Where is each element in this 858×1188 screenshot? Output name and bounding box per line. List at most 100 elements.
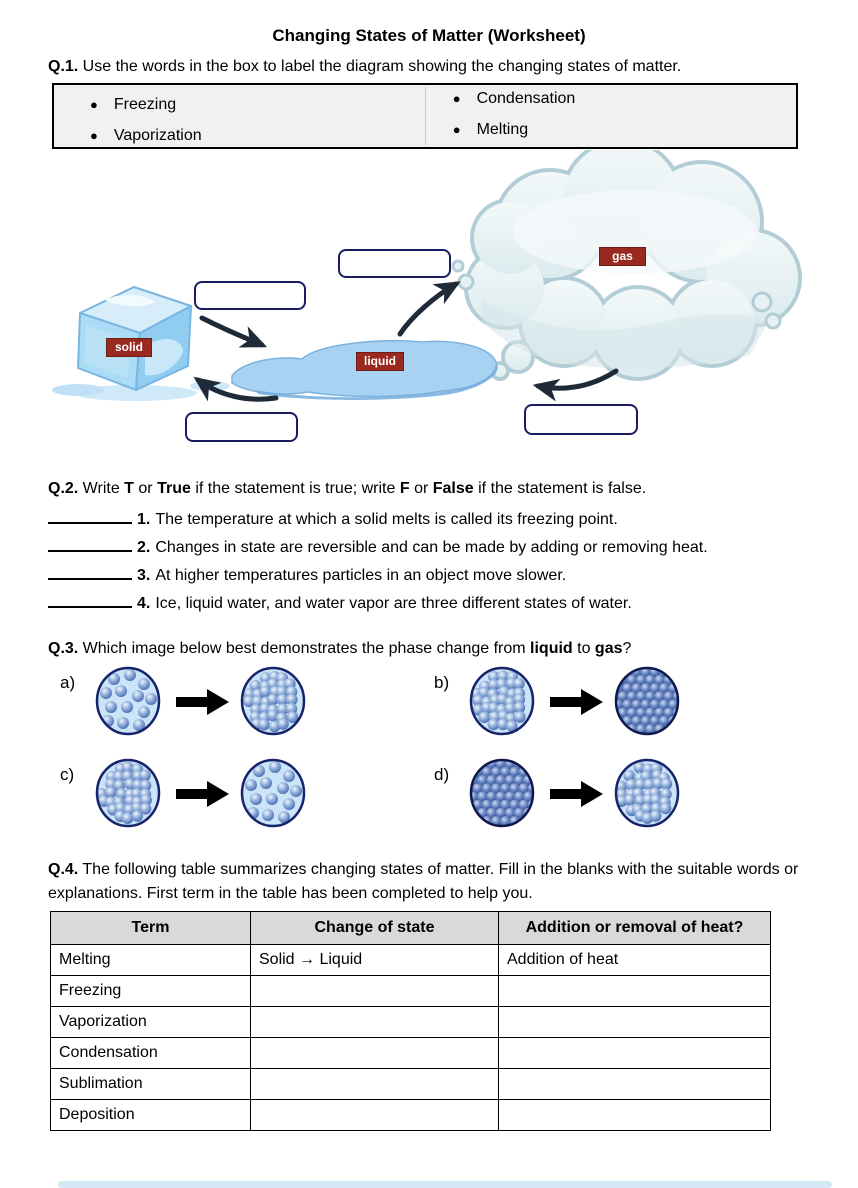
table-cell-empty[interactable] [250,975,499,1007]
answer-box-liquid-to-solid[interactable] [185,412,298,442]
table-row: Condensation [50,1037,771,1069]
bullet-icon: ● [452,122,461,137]
table-header-cell: Change of state [250,911,499,945]
bullet-icon: ● [90,97,98,112]
option-label: c) [60,765,75,784]
table-header-cell: Addition or removal of heat? [498,911,771,945]
word-bank-right-column: ●Condensation●Melting [453,88,576,150]
answer-box-liquid-to-gas[interactable] [338,249,451,278]
particle-circle-gas [240,758,306,828]
statement-text: Ice, liquid water, and water vapor are t… [155,595,632,612]
statement-text: At higher temperatures particles in an o… [155,567,567,584]
statement-text: Changes in state are reversible and can … [155,539,708,556]
table-cell: Addition of heat [498,944,771,976]
q3-option[interactable]: d) [434,758,681,828]
table-cell: Deposition [50,1099,251,1131]
table-header-cell: Term [50,911,251,945]
answer-blank[interactable] [48,592,132,608]
word-bank-item: ● Vaporization [90,125,202,147]
q3-heading: Q.3. Which image below best demonstrates… [48,640,632,657]
word-bank-divider [425,87,426,145]
q2-statement-row: 4.Ice, liquid water, and water vapor are… [48,590,843,618]
word-bank-item: ● Melting [453,119,576,141]
bullet-icon: ● [452,91,461,106]
arrow-gas-to-liquid [532,368,619,402]
table-cell-empty[interactable] [250,1037,499,1069]
state-label-liquid: liquid [356,352,404,371]
q2-statement-row: 1.The temperature at which a solid melts… [48,506,843,534]
q2-section: Q.2. Write T or True if the statement is… [48,478,843,618]
word-bank-box: ●Freezing●Vaporization ●Condensation●Mel… [52,83,798,149]
q2-statements: 1.The temperature at which a solid melts… [48,506,843,618]
option-label: d) [434,765,450,784]
particle-circle-solid [614,666,680,736]
table-cell-empty[interactable] [250,1068,499,1100]
q3-section: Q.3. Which image below best demonstrates… [48,638,843,856]
answer-box-solid-to-liquid[interactable] [194,281,306,310]
particle-circle-liquid [95,758,161,828]
particle-circle-liquid [614,758,680,828]
q1-heading: Q.1. Use the words in the box to label t… [48,58,682,75]
right-arrow-icon [550,689,603,715]
q3-option[interactable]: c) [60,758,307,828]
table-cell-empty[interactable] [498,1099,771,1131]
table-cell-empty[interactable] [498,1068,771,1100]
arrow-liquid-to-gas [397,281,461,337]
table-cell: Sublimation [50,1068,251,1100]
q2-statement-row: 3.At higher temperatures particles in an… [48,562,843,590]
right-arrow-icon [176,689,229,715]
word-bank-item: ● Freezing [90,94,202,116]
states-of-matter-diagram [52,150,802,402]
table-cell-empty[interactable] [250,1099,499,1131]
particle-circle-solid [469,758,535,828]
word-bank-word: Vaporization [113,127,202,144]
table-cell-empty[interactable] [250,1006,499,1038]
cloud-bubbles [451,259,782,330]
word-bank-item: ●Condensation [453,88,576,110]
statement-number: 4. [137,595,151,612]
table-row: Sublimation [50,1068,771,1100]
right-arrow-icon [550,781,603,807]
statement-text: The temperature at which a solid melts i… [155,511,618,528]
state-label-solid: solid [106,338,152,357]
word-bank-word: Melting [476,121,529,138]
answer-box-gas-to-liquid[interactable] [524,404,638,435]
table-row: Vaporization [50,1006,771,1038]
statement-number: 3. [137,567,151,584]
table-cell: Melting [50,944,251,976]
arrow-solid-to-liquid [199,315,268,348]
table-cell: Condensation [50,1037,251,1069]
answer-blank[interactable] [48,508,132,524]
table-row: Freezing [50,975,771,1007]
particle-circle-liquid [469,666,535,736]
page-title: Changing States of Matter (Worksheet) [272,26,586,45]
answer-blank[interactable] [48,564,132,580]
particle-circle-liquid [240,666,306,736]
bullet-icon: ● [90,128,98,143]
puddle-illustration [190,340,498,400]
table-cell-empty[interactable] [498,1037,771,1069]
q3-option[interactable]: b) [434,666,681,736]
table-cell-empty[interactable] [498,975,771,1007]
particle-circle-gas [95,666,161,736]
option-label: b) [434,673,450,692]
table-cell: Vaporization [50,1006,251,1038]
cloud-illustration [451,150,802,381]
bottom-decoration-strip [58,1181,832,1188]
table-cell: Freezing [50,975,251,1007]
word-bank-word: Freezing [113,96,177,113]
q3-option[interactable]: a) [60,666,307,736]
statement-number: 2. [137,539,151,556]
right-arrow-icon [176,781,229,807]
table-cell-empty[interactable] [498,1006,771,1038]
answer-blank[interactable] [48,536,132,552]
state-label-gas: gas [599,247,646,266]
q2-heading: Q.2. Write T or True if the statement is… [48,480,647,497]
arrow-liquid-to-solid [193,376,279,402]
q2-statement-row: 2.Changes in state are reversible and ca… [48,534,843,562]
table-row: Deposition [50,1099,771,1131]
